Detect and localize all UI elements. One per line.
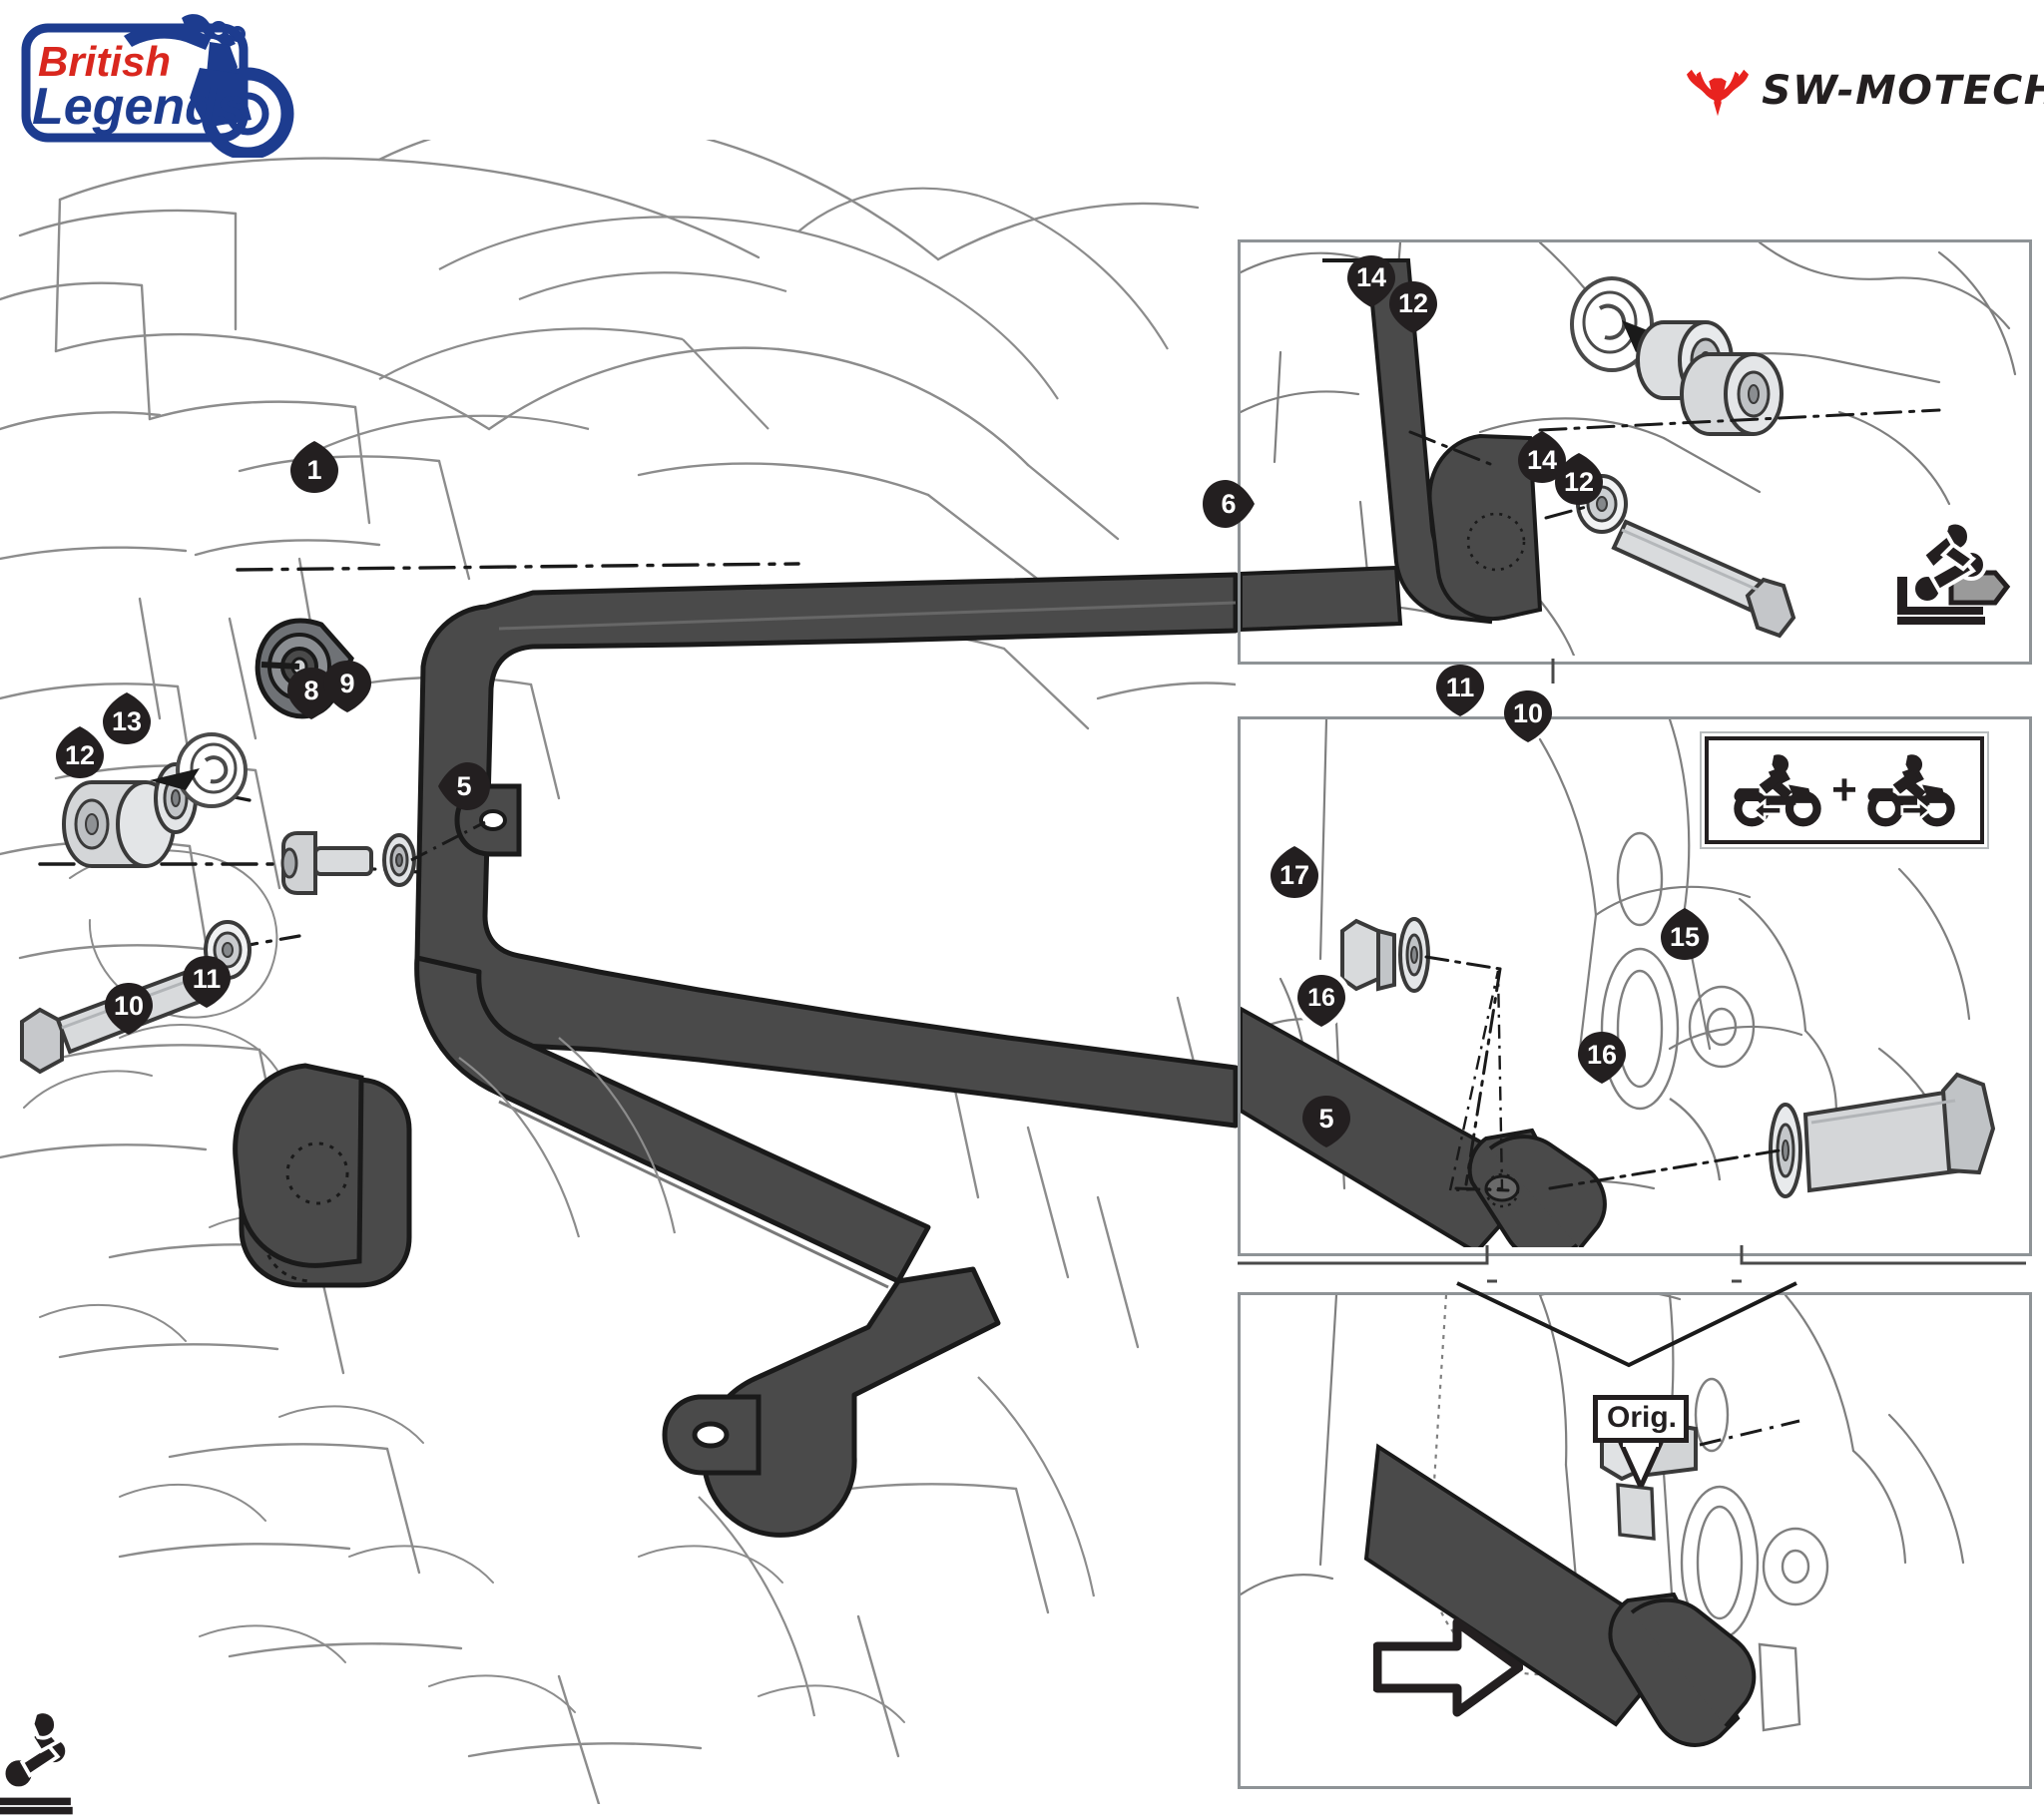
callout-10: 10 [102, 982, 156, 1036]
hardware-part-9-washer [382, 833, 416, 887]
ghost-lower-frame [458, 1037, 1096, 1717]
right-arrow-outline-icon [1373, 1614, 1523, 1720]
orig-tag: Orig. [1593, 1395, 1689, 1488]
callout-12-label: 12 [1564, 467, 1594, 497]
callout-11-label: 11 [1446, 673, 1475, 702]
callout-16-label: 16 [1587, 1040, 1617, 1070]
callout-12-label: 12 [1398, 288, 1428, 318]
panel-top-mount-hole [1570, 276, 1658, 372]
callout-5-label: 5 [1318, 1104, 1333, 1134]
callout-8-label: 8 [303, 676, 318, 705]
callout-16: 16 [1291, 969, 1351, 1034]
callout-11: 11 [180, 955, 234, 1009]
badge-plus-sign: + [1831, 765, 1857, 814]
callout-8: 8 [284, 667, 338, 720]
callout-6-label: 6 [1221, 489, 1236, 519]
callout-11: 11 [1433, 664, 1487, 717]
logo-plate [21, 23, 249, 143]
callout-5: 5 [437, 759, 491, 813]
hardware-part-12-spacer-left [62, 780, 176, 868]
callout-5: 5 [1299, 1095, 1353, 1148]
callout-17-label: 17 [1279, 860, 1309, 890]
rider-arrow-left-icon [1734, 754, 1821, 827]
callout-14: 14 [1515, 430, 1569, 484]
panel-mid-axis-triangle [1448, 970, 1504, 1192]
panel-top-hardware-10 [1611, 519, 1796, 639]
callout-14: 14 [1344, 254, 1398, 308]
sw-motech-wordmark: SW-MOTECH [1762, 68, 2044, 114]
panel-bottom-right [1238, 1292, 2032, 1789]
callout-16-label: 16 [1307, 984, 1335, 1012]
callout-1-label: 1 [306, 455, 321, 485]
panel-middle-right [1238, 716, 2032, 1256]
rider-arrow-right-icon [1867, 754, 1955, 827]
callout-12: 12 [53, 725, 107, 779]
callout-12: 12 [1552, 452, 1606, 506]
sw-motech-logo: SW-MOTECH [1687, 48, 2044, 134]
crash-bar-part-5 [233, 572, 1239, 1538]
panel-mid-hardware-15 [1802, 1072, 1996, 1193]
logo-line1: British [38, 38, 171, 85]
orig-tag-pointer [1618, 1443, 1664, 1488]
callout-10: 10 [1501, 689, 1555, 743]
panel-top-axis-lines [1408, 408, 1941, 520]
callout-12-label: 12 [65, 740, 95, 770]
callout-15: 15 [1658, 907, 1712, 961]
british-legends-logo: British Legends [14, 6, 313, 158]
panel-mid-hardware-17 [1340, 918, 1396, 992]
hardware-part-8-bolt [280, 831, 373, 895]
callout-14-label: 14 [1356, 262, 1386, 292]
callout-16: 16 [1575, 1031, 1629, 1085]
callout-17: 17 [1268, 845, 1321, 899]
panel-top-right: 14 12 [1238, 239, 2032, 665]
callout-13: 13 [100, 691, 154, 745]
callout-1: 1 [287, 440, 341, 494]
panel-mid-frame-bracket [1600, 831, 1756, 1181]
mount-hole-target-left [150, 732, 248, 808]
panel-bot-axis [1699, 1419, 1800, 1447]
callout-6: 6 [1202, 477, 1256, 531]
bull-head-icon [1687, 69, 1749, 117]
callout-5-label: 5 [456, 771, 471, 801]
callout-12: 12 [1386, 280, 1440, 334]
panel-mid-hardware-16-a [1398, 917, 1430, 993]
callout-10-label: 10 [1513, 698, 1543, 728]
ghost-tank-lines [298, 187, 1169, 460]
callout-11-label: 11 [193, 964, 222, 994]
panel-mid-axis-lines [1424, 955, 1782, 1192]
logo-line2: Legends [32, 78, 246, 136]
panel-bot-crash-bar [1363, 1443, 1757, 1747]
axis-bolt-8-9 [410, 820, 486, 862]
callout-9-label: 9 [339, 669, 354, 698]
orig-tag-label: Orig. [1593, 1395, 1689, 1444]
callout-14-label: 14 [1527, 445, 1557, 475]
callout-9: 9 [320, 660, 374, 713]
motorcycle-on-ramp-icon-corner [0, 1708, 100, 1820]
panel-mid-crash-bar [1241, 1006, 1607, 1247]
panel-top-crash-bar [1241, 258, 1543, 633]
callout-13-label: 13 [112, 706, 142, 736]
motorcycle-on-ramp-icon [1891, 511, 2011, 631]
two-riders-badge: + [1705, 736, 1984, 844]
callout-15-label: 15 [1670, 922, 1700, 952]
callout-10-label: 10 [114, 991, 144, 1021]
